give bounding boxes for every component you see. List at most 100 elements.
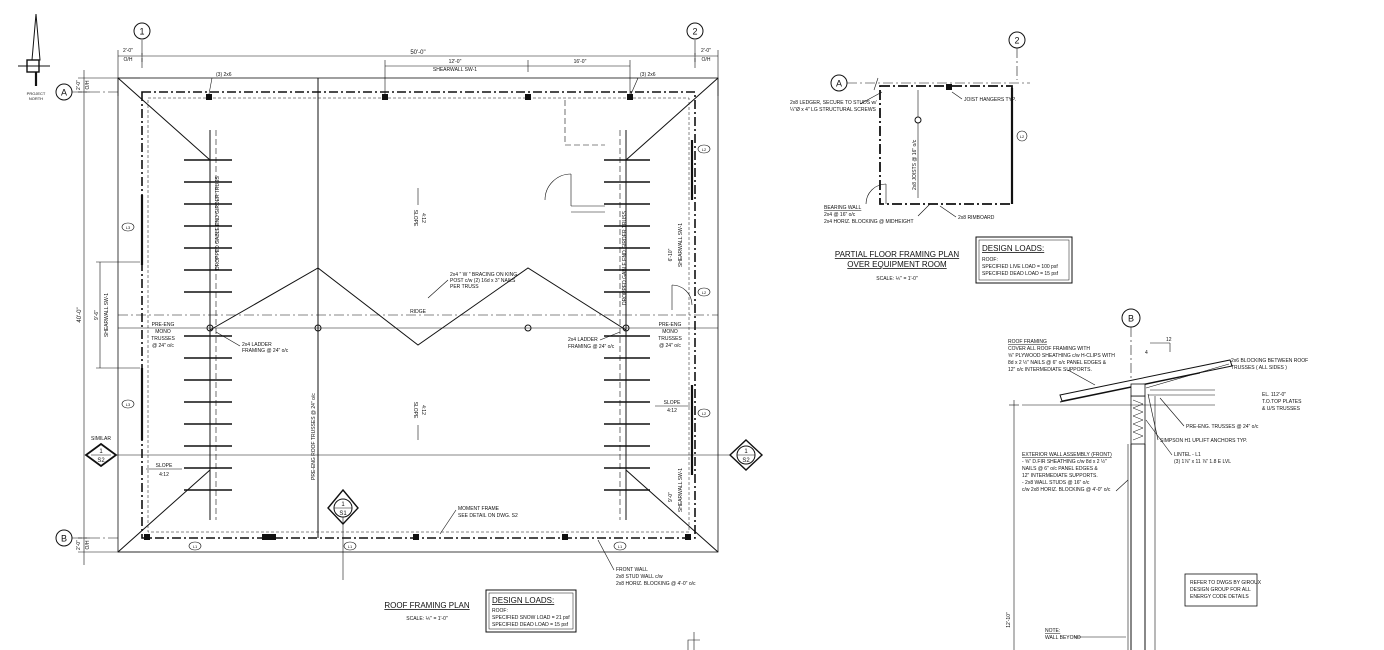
svg-text:- ⅝" D.FIR SHEATHING c/w 8d x: - ⅝" D.FIR SHEATHING c/w 8d x 2 ½" [1022, 458, 1107, 465]
section-marker-left: SIMILAR 1 S2 [84, 436, 732, 468]
svg-text:40'-0": 40'-0" [77, 307, 83, 322]
svg-text:2x4 HORIZ. BLOCKING @ MIDHEIGH: 2x4 HORIZ. BLOCKING @ MIDHEIGHT [824, 219, 914, 225]
svg-text:SEE DETAIL ON DWG. S2: SEE DETAIL ON DWG. S2 [458, 513, 518, 519]
svg-text:- 2x8 WALL STUDS @ 16" o/c: - 2x8 WALL STUDS @ 16" o/c [1022, 480, 1090, 486]
svg-text:NAILS @ 6" o/c PANEL EDGES &: NAILS @ 6" o/c PANEL EDGES & [1022, 466, 1098, 472]
svg-text:2x8 LEDGER, SECURE TO STUDS w/: 2x8 LEDGER, SECURE TO STUDS w/ [790, 100, 877, 106]
svg-text:2x6 BLOCKING BETWEEN ROOF: 2x6 BLOCKING BETWEEN ROOF [1231, 358, 1308, 364]
svg-text:ROOF:: ROOF: [492, 608, 508, 614]
svg-text:PARTIAL FLOOR FRAMING PLAN: PARTIAL FLOOR FRAMING PLAN [835, 250, 960, 259]
svg-text:9'-6": 9'-6" [94, 310, 100, 320]
svg-text:PRE-ENG: PRE-ENG [659, 322, 682, 328]
svg-text:L3: L3 [126, 402, 131, 407]
svg-text:9'-0": 9'-0" [668, 492, 674, 502]
svg-text:SPECIFIED SNOW LOAD = 21 psf: SPECIFIED SNOW LOAD = 21 psf [492, 615, 570, 621]
svg-text:12'-10": 12'-10" [1006, 612, 1012, 628]
plan-notes: (3) 2x6 (3) 2x6 DROPPED GABLE END GIRDER… [146, 72, 696, 587]
section-marker-right: 1 S2 [728, 439, 764, 471]
svg-text:12: 12 [1166, 337, 1172, 343]
svg-text:EXTERIOR WALL ASSEMBLY (FRONT): EXTERIOR WALL ASSEMBLY (FRONT) [1022, 452, 1112, 458]
svg-text:@ 24" o/c: @ 24" o/c [152, 343, 174, 349]
svg-text:2x4 LADDER: 2x4 LADDER [568, 337, 598, 343]
floor-plan-title: PARTIAL FLOOR FRAMING PLAN OVER EQUIPMEN… [835, 250, 960, 282]
roof-trusses-label: PRE-ENG ROOF TRUSSES @ 24" o/c [311, 393, 317, 480]
svg-text:2'-0": 2'-0" [76, 80, 82, 90]
svg-text:TRUSSES: TRUSSES [151, 336, 175, 342]
grid-bubble-2: 2 [686, 22, 704, 70]
svg-text:RIDGE: RIDGE [410, 309, 427, 315]
svg-text:4:12: 4:12 [420, 213, 426, 223]
svg-text:2x8 HORIZ. BLOCKING @ 4'-0" o/: 2x8 HORIZ. BLOCKING @ 4'-0" o/c [616, 581, 696, 587]
svg-text:B: B [61, 534, 67, 544]
girder-right-label: DROPPED GABLE END GIRDER TRUSS [622, 211, 628, 305]
svg-text:1: 1 [341, 502, 345, 508]
svg-text:¼"Ø x 4" LG STRUCTURAL SCREWS: ¼"Ø x 4" LG STRUCTURAL SCREWS [790, 107, 877, 113]
svg-text:2x8 JOISTS @ 16" o/c: 2x8 JOISTS @ 16" o/c [912, 139, 918, 190]
svg-text:L2: L2 [702, 147, 707, 152]
svg-text:L2: L2 [702, 411, 707, 416]
svg-text:L3: L3 [126, 225, 131, 230]
svg-text:ENERGY CODE DETAILS: ENERGY CODE DETAILS [1190, 594, 1249, 600]
svg-text:DESIGN GROUP FOR ALL: DESIGN GROUP FOR ALL [1190, 587, 1251, 593]
svg-text:FRAMING @ 24" o/c: FRAMING @ 24" o/c [568, 344, 615, 350]
svg-text:4:12: 4:12 [159, 472, 169, 478]
svg-text:SPECIFIED DEAD LOAD = 15 psf: SPECIFIED DEAD LOAD = 15 psf [492, 622, 569, 628]
svg-text:BEARING WALL: BEARING WALL [824, 205, 862, 211]
svg-text:16'-0": 16'-0" [574, 59, 587, 65]
svg-text:MOMENT FRAME: MOMENT FRAME [458, 506, 500, 512]
svg-text:ROOF:: ROOF: [982, 257, 998, 263]
note-2x6-right: (3) 2x6 [640, 72, 656, 78]
svg-text:12" INTERMEDIATE SUPPORTS.: 12" INTERMEDIATE SUPPORTS. [1022, 473, 1098, 479]
svg-text:A: A [61, 88, 67, 98]
svg-text:SLOPE: SLOPE [412, 402, 418, 419]
grid-bubble-a: A [55, 83, 118, 101]
note-2x6-left: (3) 2x6 [216, 72, 232, 78]
svg-text:NOTE:: NOTE: [1045, 628, 1060, 634]
svg-text:JOIST HANGERS TYP.: JOIST HANGERS TYP. [964, 97, 1016, 103]
svg-text:T.O.TOP PLATES: T.O.TOP PLATES [1262, 399, 1302, 405]
svg-text:LINTEL - L1: LINTEL - L1 [1174, 452, 1201, 458]
svg-text:TRUSSES: TRUSSES [658, 336, 682, 342]
svg-text:L2: L2 [702, 290, 707, 295]
svg-text:4:12: 4:12 [420, 405, 426, 415]
svg-text:12'-0": 12'-0" [449, 59, 462, 65]
svg-text:MONO: MONO [155, 329, 171, 335]
roof-plan-title-text: ROOF FRAMING PLAN [384, 601, 470, 610]
svg-text:2x8 RIMBOARD: 2x8 RIMBOARD [958, 215, 995, 221]
svg-text:PRE-ENG: PRE-ENG [152, 322, 175, 328]
svg-text:SPECIFIED DEAD LOAD = 15 psf: SPECIFIED DEAD LOAD = 15 psf [982, 271, 1059, 277]
refer-note-box: REFER TO DWGS BY GIROUX DESIGN GROUP FOR… [1184, 573, 1262, 607]
svg-text:2x4 LADDER: 2x4 LADDER [242, 342, 272, 348]
svg-text:2'-0": 2'-0" [701, 48, 711, 54]
svg-text:⅝" PLYWOOD SHEATHING c/w H-CLI: ⅝" PLYWOOD SHEATHING c/w H-CLIPS WITH [1008, 353, 1115, 359]
svg-text:SLOPE: SLOPE [664, 400, 681, 406]
floor-plan-drawing: 2 A L2 2x8 LEDGER, SECURE TO STUDS w/ ¼"… [790, 31, 1030, 225]
north-label-north: NORTH [29, 96, 43, 101]
roof-design-loads-box: DESIGN LOADS: ROOF: SPECIFIED SNOW LOAD … [485, 589, 577, 633]
svg-text:1: 1 [139, 27, 144, 37]
svg-text:REFER TO DWGS BY GIROUX: REFER TO DWGS BY GIROUX [1190, 580, 1262, 586]
plan-top-dimensions: 50'-0" 2'-0" O/H 2'-0" O/H 12'-0" 16'-0"… [117, 48, 719, 96]
svg-text:O/H: O/H [85, 540, 91, 549]
wall-section-drawing: B 12 4 12'-10" [1006, 308, 1233, 650]
svg-text:c/w 2x8 HORIZ. BLOCKING @ 4'-0: c/w 2x8 HORIZ. BLOCKING @ 4'-0" o/c [1022, 487, 1111, 493]
section-marker-bottom: 1 S1 [327, 488, 359, 580]
svg-text:SIMPSON H1 UPLIFT ANCHORS TYP.: SIMPSON H1 UPLIFT ANCHORS TYP. [1160, 438, 1247, 444]
svg-text:(3) 1⅞" x 11 ⅞" 1.8 E LVL: (3) 1⅞" x 11 ⅞" 1.8 E LVL [1174, 459, 1231, 465]
svg-text:L1: L1 [193, 544, 198, 549]
svg-text:2x4 @ 16" o/c: 2x4 @ 16" o/c [824, 212, 856, 218]
lintel-tags: L3 L3 L2 L2 L2 L1 L1 L1 [121, 144, 711, 551]
ladder-ticks-left [184, 159, 232, 491]
svg-text:SCALE: ⅕" = 1'-0": SCALE: ⅕" = 1'-0" [406, 616, 448, 622]
svg-text:B: B [1128, 314, 1134, 324]
svg-text:A: A [836, 79, 842, 89]
svg-text:TRUSSES ( ALL SIDES ): TRUSSES ( ALL SIDES ) [1231, 365, 1287, 371]
svg-text:OVER EQUIPMENT ROOM: OVER EQUIPMENT ROOM [847, 260, 947, 269]
north-arrow: PROJECT NORTH [18, 13, 50, 101]
ladder-ticks-right [604, 159, 650, 491]
svg-text:2: 2 [1014, 36, 1019, 46]
svg-text:MONO: MONO [662, 329, 678, 335]
svg-text:WALL BEYOND: WALL BEYOND [1045, 635, 1081, 641]
svg-text:SHEARWALL SW-1: SHEARWALL SW-1 [433, 67, 477, 73]
svg-text:S2: S2 [742, 458, 750, 464]
